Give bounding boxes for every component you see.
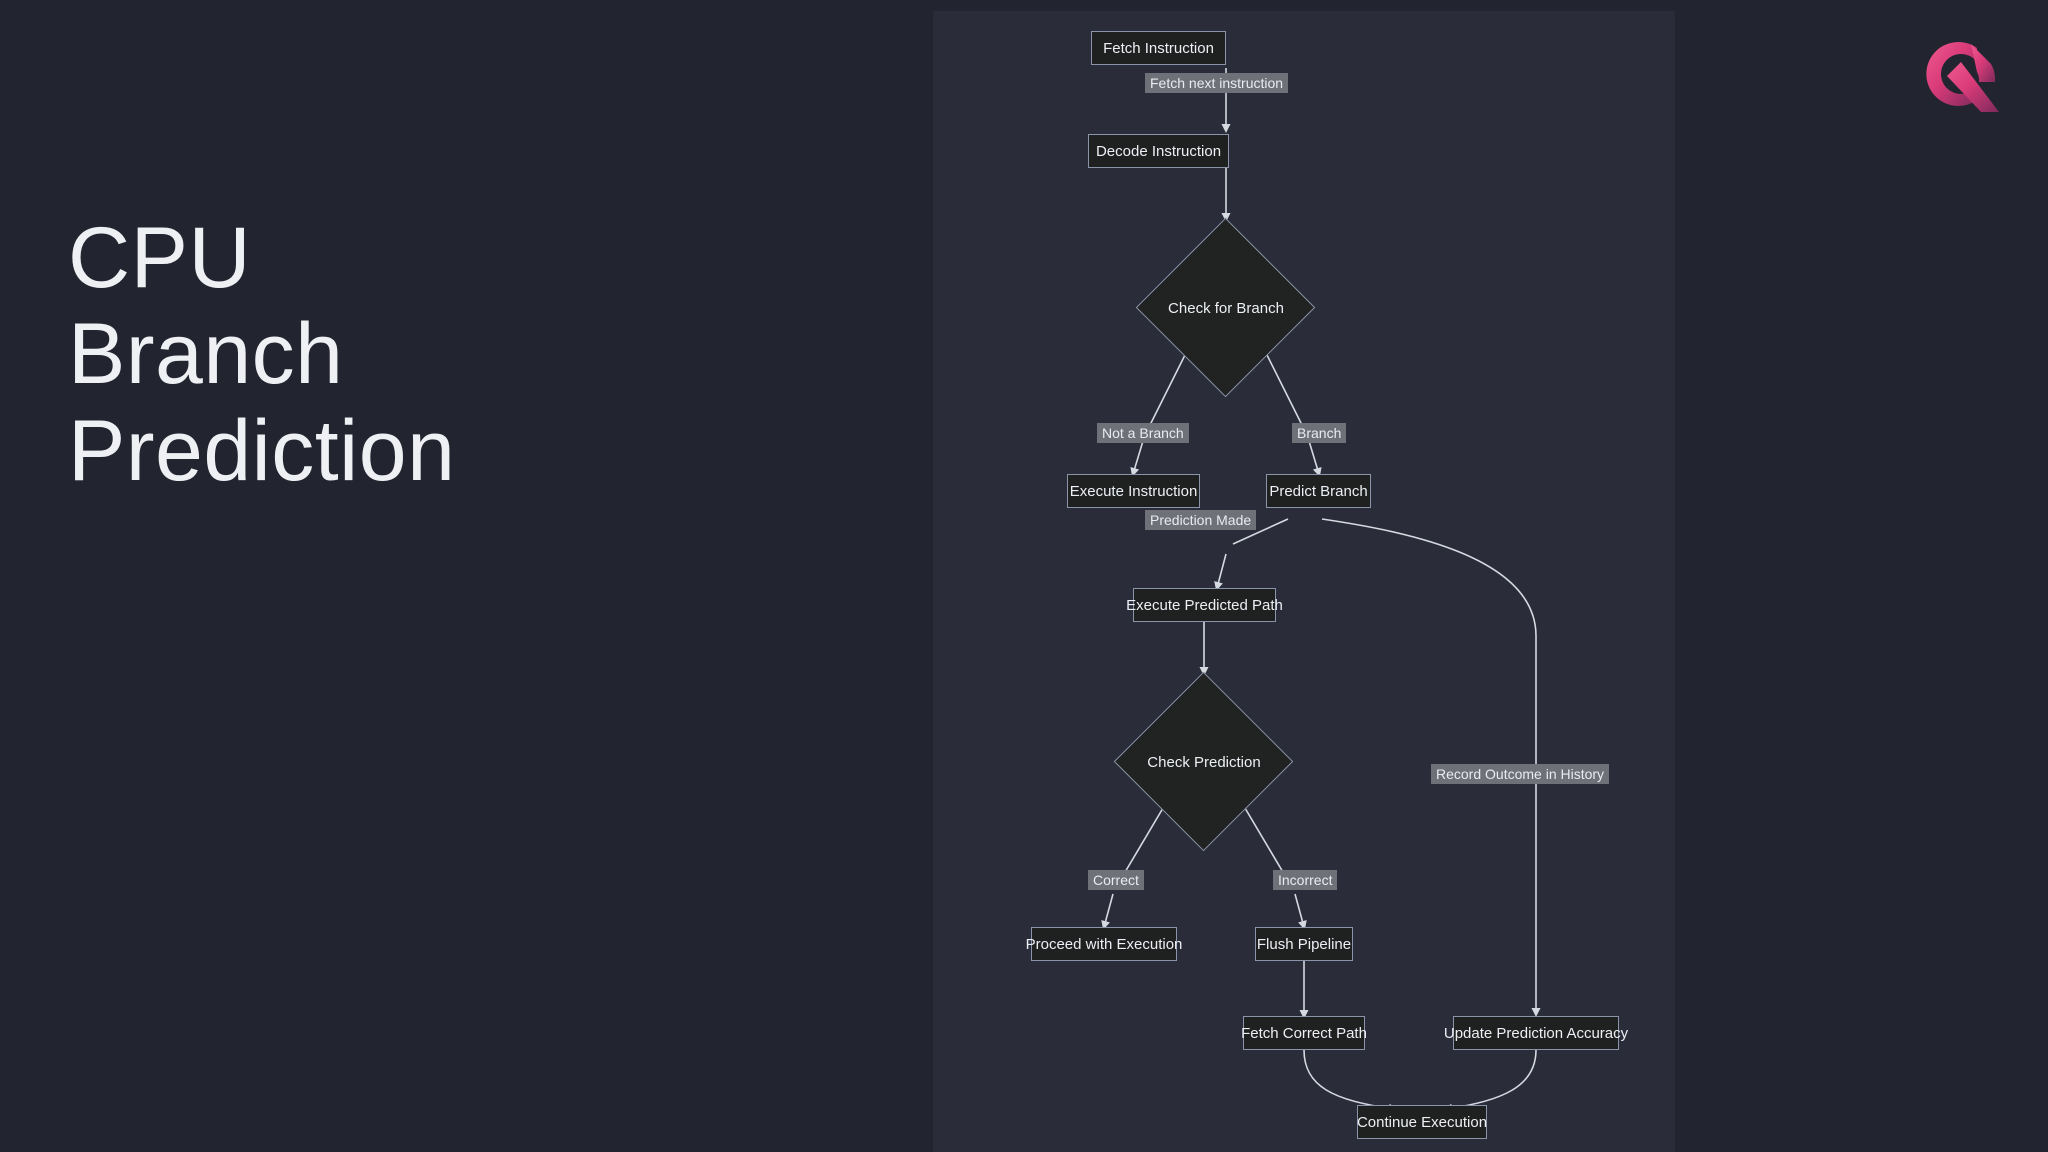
node-label: Fetch Instruction — [1103, 39, 1214, 57]
node-label: Update Prediction Accuracy — [1443, 1024, 1629, 1042]
node-flush-pipeline[interactable]: Flush Pipeline — [1255, 927, 1353, 961]
edge-label-incorrect: Incorrect — [1273, 870, 1338, 890]
node-decode-instruction[interactable]: Decode Instruction — [1088, 134, 1229, 168]
q-logo — [1899, 24, 2009, 124]
edge-label-correct: Correct — [1088, 870, 1144, 890]
edge-label-not-a-branch: Not a Branch — [1097, 423, 1189, 443]
node-update-prediction-accuracy[interactable]: Update Prediction Accuracy — [1444, 1016, 1628, 1050]
node-label: Decode Instruction — [1095, 142, 1222, 160]
node-fetch-instruction[interactable]: Fetch Instruction — [1091, 31, 1226, 65]
flowchart-panel: Fetch Instruction Decode Instruction Che… — [933, 11, 1675, 1152]
edge-label-branch: Branch — [1292, 423, 1347, 443]
edge-label-record-outcome-in-history: Record Outcome in History — [1431, 764, 1610, 784]
flowchart-edges — [933, 68, 1541, 1113]
node-proceed-with-execution[interactable]: Proceed with Execution — [1026, 927, 1182, 961]
edge-label-fetch-next-instruction: Fetch next instruction — [1145, 73, 1289, 93]
node-continue-execution[interactable]: Continue Execution — [1357, 1105, 1487, 1139]
node-label: Flush Pipeline — [1256, 935, 1352, 953]
node-fetch-correct-path[interactable]: Fetch Correct Path — [1241, 1016, 1367, 1050]
node-label: Execute Predicted Path — [1126, 596, 1283, 614]
edge-label-prediction-made: Prediction Made — [1145, 510, 1257, 530]
node-execute-instruction[interactable]: Execute Instruction — [1067, 474, 1200, 508]
node-label: Proceed with Execution — [1025, 935, 1183, 953]
node-execute-predicted-path[interactable]: Execute Predicted Path — [1126, 588, 1283, 622]
node-predict-branch[interactable]: Predict Branch — [1266, 474, 1371, 508]
node-label: Execute Instruction — [1069, 482, 1198, 500]
page-title: CPU Branch Prediction — [68, 210, 456, 499]
node-label: Fetch Correct Path — [1241, 1024, 1367, 1042]
node-label: Predict Branch — [1269, 482, 1368, 500]
node-label: Continue Execution — [1356, 1113, 1488, 1131]
